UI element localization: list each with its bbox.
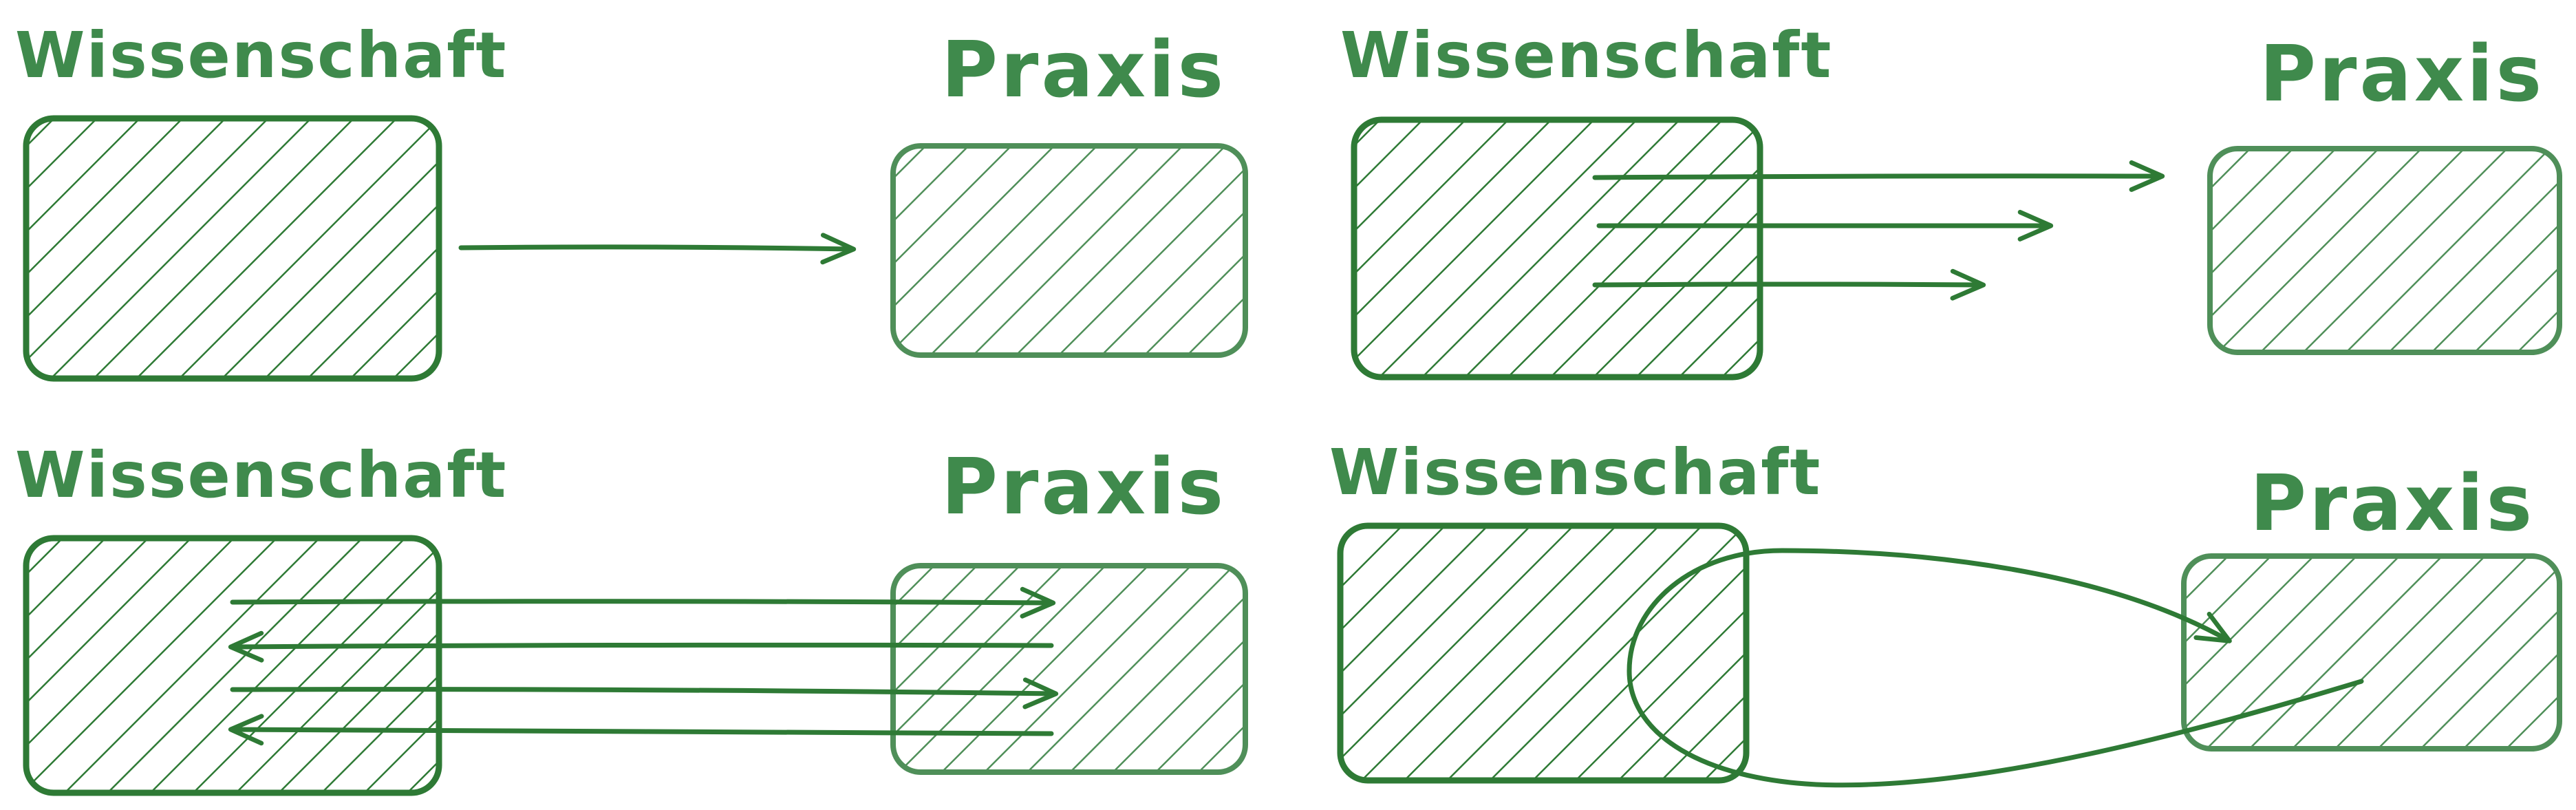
exchange-arrow-to-practice-2 bbox=[230, 677, 1059, 710]
science-box bbox=[23, 115, 442, 382]
panel-fading-transfer: Wissenschaft Praxis bbox=[1340, 19, 2562, 381]
practice-label: Praxis bbox=[941, 443, 1226, 532]
science-box bbox=[1337, 522, 1750, 784]
practice-label: Praxis bbox=[2260, 30, 2544, 119]
panel-one-way-transfer: Wissenschaft Praxis bbox=[15, 19, 1248, 382]
panel-feedback-loop: Wissenschaft Praxis bbox=[1329, 436, 2562, 788]
exchange-arrow-to-science-1 bbox=[228, 630, 1054, 663]
science-label: Wissenschaft bbox=[15, 438, 507, 512]
science-box bbox=[1351, 116, 1763, 381]
science-label: Wissenschaft bbox=[1340, 19, 1832, 92]
exchange-arrow-to-practice-1 bbox=[230, 586, 1056, 619]
practice-label: Praxis bbox=[2250, 459, 2535, 548]
transfer-arrow-long bbox=[1592, 160, 2165, 192]
transfer-arrow-short bbox=[1592, 268, 1986, 301]
science-label: Wissenschaft bbox=[1329, 436, 1821, 509]
science-box bbox=[23, 535, 442, 796]
transfer-arrow bbox=[458, 233, 857, 265]
practice-box bbox=[2207, 146, 2562, 355]
feedback-loop-arrow bbox=[1627, 548, 2364, 788]
exchange-arrow-to-science-2 bbox=[228, 714, 1054, 746]
practice-box bbox=[890, 563, 1248, 775]
science-label: Wissenschaft bbox=[15, 19, 507, 92]
practice-box bbox=[890, 143, 1248, 358]
practice-label: Praxis bbox=[941, 25, 1226, 115]
panel-bidirectional-exchange: Wissenschaft Praxis bbox=[15, 438, 1248, 796]
practice-box bbox=[2181, 553, 2562, 752]
